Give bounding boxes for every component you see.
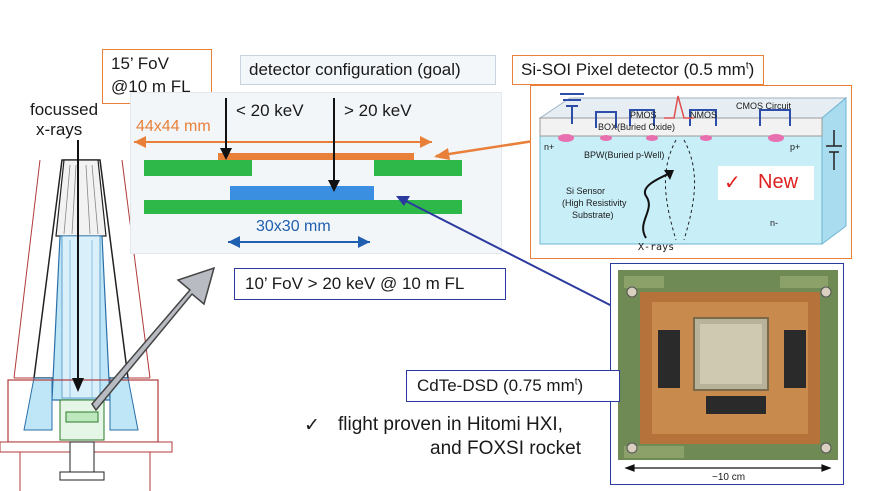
flight-check: ✓	[304, 415, 320, 436]
connector-sisoi	[434, 138, 541, 160]
cdte-label-text: CdTe-DSD (0.75 mm	[417, 376, 575, 395]
ground-symbol	[560, 93, 584, 124]
flight-line2: and FOXSI rocket	[430, 438, 582, 459]
sisoi-title-text: Si-SOI Pixel detector (0.5 mm	[521, 60, 746, 79]
green-layer-bottom	[144, 200, 462, 214]
green-layer-top-right	[374, 160, 462, 176]
signal-pulse	[664, 95, 694, 119]
sisoi-title-end: )	[748, 60, 755, 79]
below-20kev-label: < 20 keV	[236, 101, 304, 120]
field-lines	[664, 139, 696, 241]
sisoi-title-sup: t	[745, 60, 749, 72]
sisoi-cmos-label: CMOS Circuit	[736, 101, 792, 111]
cdte-layer	[230, 186, 374, 200]
cdte-label-sup: t	[574, 376, 578, 388]
sisoi-box-layer	[539, 117, 823, 137]
cdte-label-box: CdTe-DSD (0.75 mmt)	[406, 370, 620, 402]
above-20kev-label: > 20 keV	[344, 101, 412, 120]
fov15-line2: @10 m FL	[111, 77, 191, 96]
scale-label: ~10 cm	[712, 472, 746, 483]
new-badge: ✓ New	[718, 166, 814, 200]
arrow-below-20kev	[220, 98, 232, 160]
bias-battery	[826, 130, 842, 170]
fov10-label-box: 10’ FoV > 20 keV @ 10 m FL	[234, 268, 506, 300]
fov15-line1: 15’ FoV	[111, 54, 169, 73]
sisoi-title: Si-SOI Pixel detector (0.5 mmt)	[521, 60, 754, 80]
config-title: detector configuration (goal)	[249, 60, 461, 79]
sisoi-nplus-label: n+	[544, 142, 555, 152]
sisoi-nmos-label: NMOS	[690, 110, 717, 120]
focussed-label-1: focussed	[30, 100, 99, 119]
sisoi-xrays-label: X-rays	[638, 242, 675, 253]
cdte-label-end: )	[577, 376, 584, 395]
cdte-label: CdTe-DSD (0.75 mmt)	[417, 376, 583, 396]
dim-top-label: 44x44 mm	[136, 118, 211, 135]
zoom-arrow	[91, 266, 216, 412]
sisoi-title-box: Si-SOI Pixel detector (0.5 mmt)	[512, 55, 764, 85]
scale-bar	[624, 464, 832, 472]
sisoi-bpw-label: BPW(Buried p-Well)	[584, 150, 665, 160]
sisoi-box-label: BOX(Buried Oxide)	[598, 122, 676, 132]
green-layer-top-left	[144, 160, 252, 176]
dim-bottom-label: 30x30 mm	[256, 218, 331, 235]
sisoi-pmos-label: PMOS	[630, 110, 657, 120]
sisoi-nminus-label: n-	[770, 218, 779, 228]
sisoi-sensor-line3: Substrate)	[572, 210, 614, 220]
sisoi-slab-side	[821, 96, 847, 245]
xray-track	[642, 173, 669, 239]
arrow-above-20kev	[328, 98, 340, 192]
new-label: New	[758, 171, 799, 193]
focussed-label-2: x-rays	[36, 120, 83, 139]
connector-cdte	[396, 196, 613, 307]
implant-dots	[558, 134, 784, 142]
flight-line1: flight proven in Hitomi HXI,	[338, 414, 563, 435]
transistor-symbols	[595, 109, 791, 128]
new-check: ✓	[724, 172, 741, 194]
asic-chips	[658, 330, 806, 414]
sisoi-sensor-line2: (High Resistivity	[562, 198, 627, 208]
config-title-box: detector configuration (goal)	[240, 55, 496, 85]
sisoi-pplus-label: p+	[790, 142, 801, 152]
dim-top-arrow	[134, 136, 432, 148]
sisoi-layer	[218, 153, 414, 160]
fov10-label: 10’ FoV > 20 keV @ 10 m FL	[245, 274, 465, 293]
sisoi-sensor-line1: Si Sensor	[566, 186, 606, 196]
telescope-body	[0, 159, 173, 491]
xray-arrow	[72, 140, 84, 392]
dim-bottom-arrow	[228, 236, 370, 248]
